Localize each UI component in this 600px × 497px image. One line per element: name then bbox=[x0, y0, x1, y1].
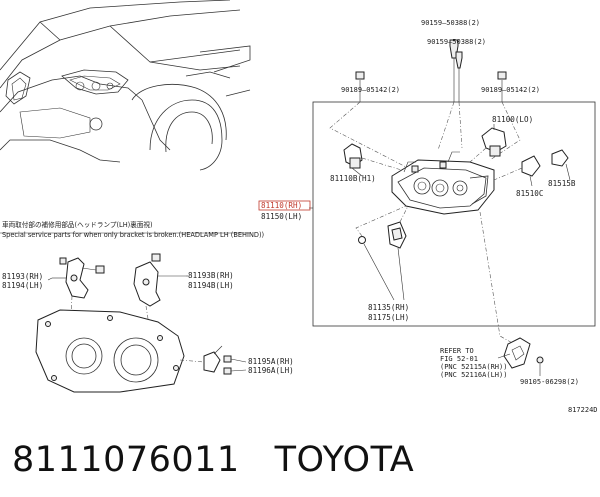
label-81194-lh: 81194(LH) bbox=[2, 281, 43, 290]
car-illustration bbox=[0, 0, 251, 171]
label-81150-lh: 81150(LH) bbox=[261, 212, 302, 221]
label-90159-mid: 90159–50388(2) bbox=[427, 38, 486, 46]
highlight-81110 bbox=[258, 200, 311, 211]
label-81196a-lh: 81196A(LH) bbox=[248, 366, 294, 375]
nut-90189-left bbox=[355, 71, 365, 102]
label-90189-right: 90189–05142(2) bbox=[481, 86, 540, 94]
part-caption: 8111076011 TOYOTA bbox=[12, 430, 414, 490]
note-jp: 車両取付部の補修用部品(ヘッドランプ(LH)裏面視) bbox=[2, 220, 153, 229]
note-en: Special service parts for when only brac… bbox=[2, 231, 264, 239]
label-refer-4: (PNC 52116A(LH)) bbox=[440, 371, 507, 379]
part-number: 8111076011 bbox=[12, 440, 240, 480]
headlamp-housing-behind bbox=[35, 309, 205, 393]
label-90189-left: 90189–05142(2) bbox=[341, 86, 400, 94]
clip-81515b bbox=[551, 149, 571, 181]
brand-name: TOYOTA bbox=[274, 440, 415, 480]
label-81194b-lh: 81194B(LH) bbox=[188, 281, 234, 290]
nut-90189-right bbox=[497, 71, 507, 102]
figure-id: 817224D bbox=[568, 406, 598, 414]
label-81135-rh: 81135(RH) bbox=[368, 303, 409, 312]
label-refer-1: REFER TO bbox=[440, 347, 474, 355]
label-81195a-rh: 81195A(RH) bbox=[248, 357, 294, 366]
assembly-frame bbox=[312, 101, 596, 327]
bolt-90159-top bbox=[449, 39, 459, 102]
label-refer-2: FIG 52-01 bbox=[440, 355, 478, 363]
label-81175-lh: 81175(LH) bbox=[368, 313, 409, 322]
label-refer-3: (PNC 52115A(RH)) bbox=[440, 363, 507, 371]
bracket-52115a bbox=[503, 337, 544, 376]
label-90105: 90105-06298(2) bbox=[520, 378, 579, 386]
bolt-90159-mid bbox=[455, 51, 463, 102]
label-81110-rh: 81110(RH) bbox=[261, 201, 302, 210]
bracket-81193 bbox=[52, 257, 105, 341]
label-81193-rh: 81193(RH) bbox=[2, 272, 43, 281]
bracket-81135 bbox=[355, 205, 409, 301]
headlamp-assembly bbox=[391, 151, 495, 215]
label-81100: 81100(LO) bbox=[492, 115, 533, 124]
label-81193b-rh: 81193B(RH) bbox=[188, 271, 234, 280]
label-81515b: 81515B bbox=[548, 179, 576, 188]
socket-81510c bbox=[493, 155, 541, 187]
headlamp-parts-diagram: 90159–50388(2) 90159–50388(2) 90189–0514… bbox=[0, 0, 598, 414]
bracket-81193b bbox=[133, 253, 186, 345]
bracket-81195a bbox=[203, 345, 247, 375]
bulb-81100 bbox=[469, 127, 507, 163]
label-81110b: 81110B(H1) bbox=[330, 174, 376, 183]
label-81510c: 81510C bbox=[516, 189, 543, 198]
bulb-81110b bbox=[343, 143, 409, 173]
label-90159-top: 90159–50388(2) bbox=[421, 19, 480, 27]
